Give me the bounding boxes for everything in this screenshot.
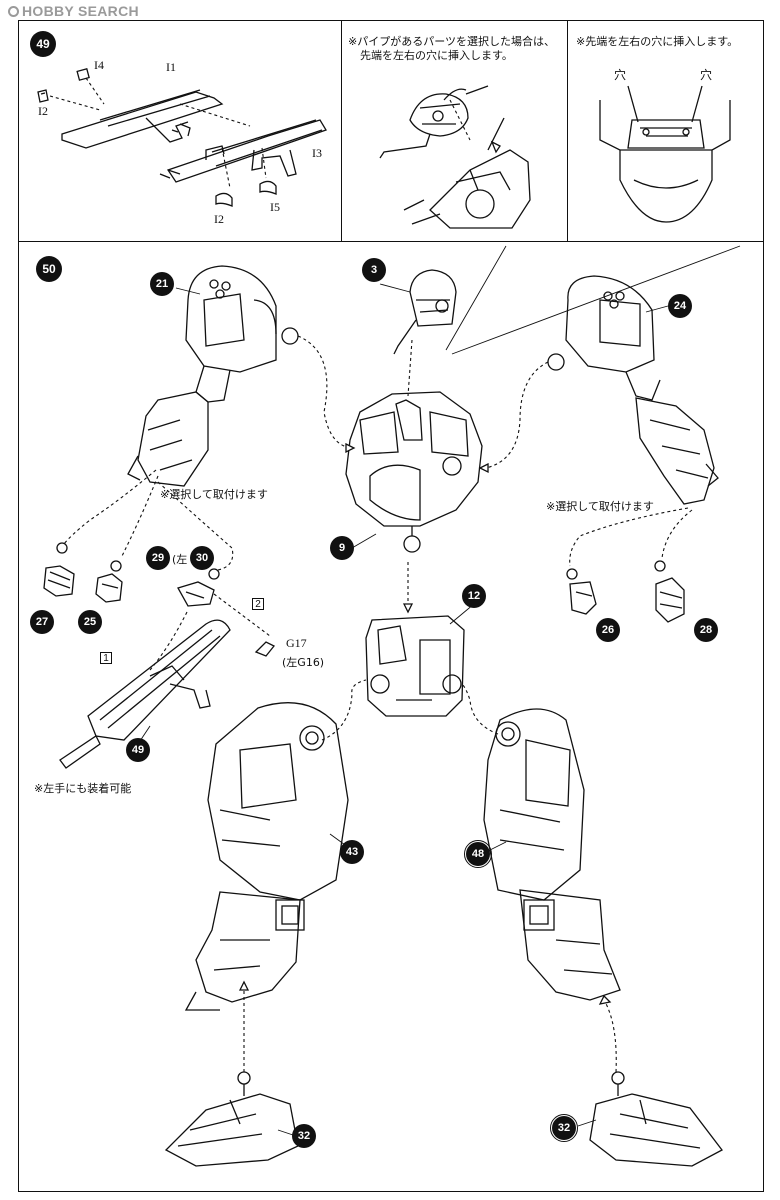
right-arm-drawing bbox=[547, 275, 719, 505]
hole-insert-detail-drawing bbox=[599, 85, 731, 223]
part-label-g16: (左G16) bbox=[282, 656, 325, 669]
left-arm-drawing bbox=[127, 265, 299, 487]
g17-part-drawing bbox=[254, 641, 276, 657]
select-note-right: ※選択して取付けます bbox=[546, 500, 654, 513]
right-foot-drawing bbox=[589, 1071, 723, 1167]
step-49-badge: 49 bbox=[30, 31, 56, 57]
part-badge-26: 26 bbox=[596, 618, 620, 642]
part-badge-12: 12 bbox=[462, 584, 486, 608]
left-prefix-label: (左 bbox=[172, 553, 188, 566]
part-label-i2-bottom: I2 bbox=[214, 212, 224, 226]
part-badge-21: 21 bbox=[150, 272, 174, 296]
torso-part-drawing bbox=[345, 391, 483, 553]
part-label-i5: I5 bbox=[270, 200, 280, 214]
head-part-drawing bbox=[393, 269, 457, 355]
part-badge-25: 25 bbox=[78, 610, 102, 634]
rifle-assembled-drawing bbox=[59, 619, 231, 769]
waist-part-drawing bbox=[365, 615, 465, 717]
rifle-exploded-drawing bbox=[37, 68, 327, 207]
part-badge-32-right: 32 bbox=[550, 1114, 578, 1142]
insert-note-panel bbox=[567, 20, 764, 242]
part-badge-29: 29 bbox=[146, 546, 170, 570]
watermark-text: HOBBY SEARCH bbox=[22, 3, 139, 19]
left-hands-drawing bbox=[43, 542, 220, 607]
watermark-logo-icon bbox=[8, 6, 19, 17]
right-hands-drawing bbox=[566, 560, 685, 623]
part-badge-24: 24 bbox=[668, 294, 692, 318]
right-leg-drawing bbox=[483, 708, 621, 1001]
part-label-i1: I1 bbox=[166, 60, 176, 74]
part-badge-3: 3 bbox=[362, 258, 386, 282]
hole-label-left: 穴 bbox=[614, 68, 627, 82]
part-badge-28: 28 bbox=[694, 618, 718, 642]
part-label-i4: I4 bbox=[94, 58, 104, 72]
part-label-g17: G17 bbox=[286, 636, 307, 650]
part-badge-9: 9 bbox=[330, 536, 354, 560]
part-label-i3: I3 bbox=[312, 146, 322, 160]
part-badge-49: 49 bbox=[126, 738, 150, 762]
insert-note-text: ※先端を左右の穴に挿入します。 bbox=[576, 35, 739, 48]
hole-label-right: 穴 bbox=[700, 68, 713, 82]
step-50-badge: 50 bbox=[36, 256, 62, 282]
left-foot-drawing bbox=[164, 1071, 299, 1167]
left-hand-note: ※左手にも装着可能 bbox=[34, 782, 132, 795]
pipe-head-detail-drawing bbox=[379, 85, 531, 229]
part-badge-32-left: 32 bbox=[292, 1124, 316, 1148]
sub-step-1-box: 1 bbox=[100, 652, 112, 664]
hobby-search-watermark: HOBBY SEARCH bbox=[8, 3, 139, 19]
left-leg-drawing bbox=[184, 702, 349, 1011]
pipe-note-line1: ※パイプがあるパーツを選択した場合は、 bbox=[348, 35, 555, 48]
part-badge-43: 43 bbox=[340, 840, 364, 864]
part-badge-30: 30 bbox=[190, 546, 214, 570]
pipe-note-line2: 先端を左右の穴に挿入します。 bbox=[360, 49, 513, 62]
part-badge-27: 27 bbox=[30, 610, 54, 634]
step49-panel bbox=[18, 20, 342, 242]
part-label-i2-top: I2 bbox=[38, 104, 48, 118]
sub-step-2-box: 2 bbox=[252, 598, 264, 610]
select-note-left: ※選択して取付けます bbox=[160, 488, 268, 501]
part-badge-48: 48 bbox=[464, 840, 492, 868]
